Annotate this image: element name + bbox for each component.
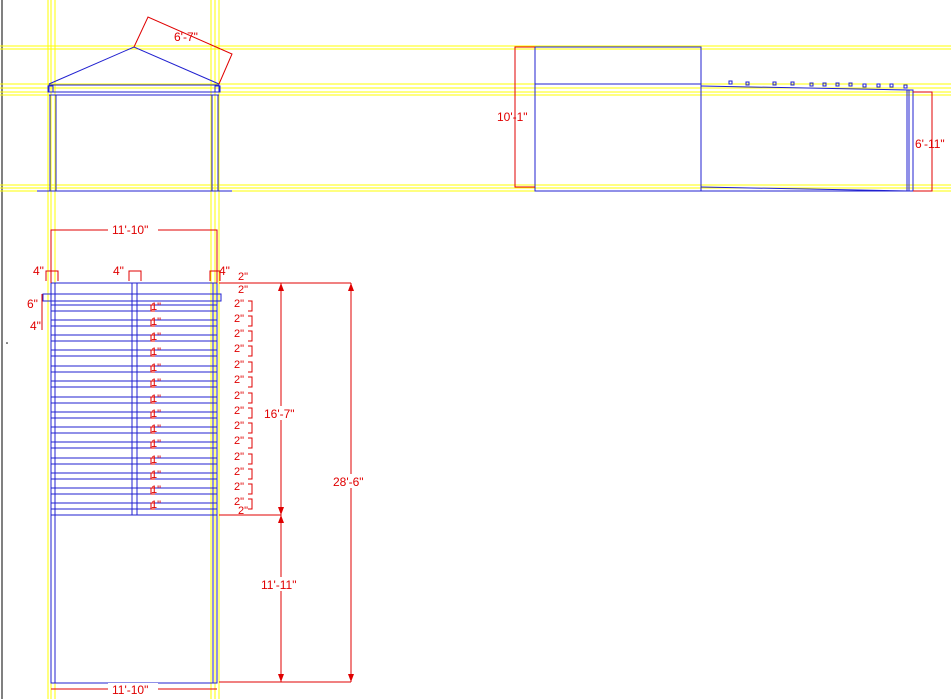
open-length-dimension: 11'-11" bbox=[261, 578, 296, 592]
rafter-width-label: 1" bbox=[151, 301, 161, 313]
rafter-width-label: 1" bbox=[151, 484, 161, 496]
beam-offset-dimension: 4" bbox=[30, 319, 41, 333]
rafter-width-label: 1" bbox=[151, 454, 161, 466]
rafter-spacing-label: 2" bbox=[238, 284, 248, 296]
total-length-dimension: 28'-6" bbox=[333, 475, 364, 489]
rafter bbox=[50, 411, 218, 419]
rafter-spacing-label: 2" bbox=[234, 496, 244, 508]
plan-outline bbox=[50, 282, 218, 684]
rafter-spacing-label: 2" bbox=[234, 405, 244, 417]
plan-rafters bbox=[50, 304, 218, 510]
rafter bbox=[50, 457, 218, 465]
rafter-width-label: 1" bbox=[151, 469, 161, 481]
rafter-spacing-label: 2" bbox=[234, 420, 244, 432]
rafter bbox=[50, 472, 218, 480]
rafter bbox=[50, 426, 218, 434]
front-elevation: 6'-7" bbox=[37, 16, 233, 192]
plan-front-beam bbox=[42, 293, 222, 302]
post-offset-left-dimension: 4" bbox=[33, 264, 44, 278]
roof-slope-dimension: 6'-7" bbox=[174, 30, 198, 44]
rafter-width-label: 1" bbox=[151, 362, 161, 374]
post-offset-right-dimension: 4" bbox=[219, 264, 230, 278]
side-rafter-ends bbox=[728, 80, 908, 89]
rafter-width-label: 1" bbox=[151, 377, 161, 389]
rafter-width-label: 1" bbox=[151, 408, 161, 420]
plan-view: 1" 2" 1" 2" 1" 2" 1" 2" 1" 2" 1" 2" 1" 2" 1" 2" 1" 2" 1" 2"… bbox=[27, 223, 371, 697]
elevation-height-dimension: 10'-1" bbox=[497, 110, 528, 124]
rafter-spacing-label: 2" bbox=[238, 505, 248, 517]
rafter-spacing-label: 2" bbox=[234, 435, 244, 447]
rafter-width-label: 1" bbox=[151, 423, 161, 435]
rafter bbox=[50, 441, 218, 449]
roof-beam bbox=[48, 84, 220, 93]
rafter-spacing-label: 2" bbox=[238, 271, 248, 283]
rafter-spacing-label: 2" bbox=[234, 374, 244, 386]
covered-length-dimension: 16'-7" bbox=[264, 407, 295, 421]
rafter-width-label: 1" bbox=[151, 316, 161, 328]
rafter-spacing-label: 2" bbox=[234, 390, 244, 402]
roof-gable bbox=[48, 46, 220, 85]
rafter bbox=[50, 380, 218, 388]
side-main-block bbox=[534, 46, 702, 192]
side-elevation: 10'-1" 6'-11" bbox=[497, 46, 945, 192]
rafter-spacing-label: 2" bbox=[234, 451, 244, 463]
rafter-spacing-label: 2" bbox=[234, 313, 244, 325]
rafter bbox=[50, 487, 218, 495]
rafter bbox=[50, 319, 218, 327]
rafter-width-label: 1" bbox=[151, 346, 161, 358]
elevation-end-height-dimension: 6'-11" bbox=[915, 137, 945, 151]
rafter bbox=[50, 304, 218, 312]
rafter-spacing-label: 2" bbox=[234, 343, 244, 355]
rafter-spacing-label: 2" bbox=[234, 466, 244, 478]
plan-bottom-width-dimension: 11'-10" bbox=[112, 683, 148, 697]
rafter-width-label: 1" bbox=[151, 393, 161, 405]
plan-rafter-labels: 1" 2" 1" 2" 1" 2" 1" 2" 1" 2" 1" 2" 1" 2" 1" 2" 1" 2" 1" 2"… bbox=[150, 271, 253, 517]
rafter bbox=[50, 334, 218, 342]
rafter-width-label: 1" bbox=[151, 438, 161, 450]
rafter bbox=[50, 365, 218, 373]
rafter-spacing-label: 2" bbox=[234, 481, 244, 493]
rafter-spacing-label: 2" bbox=[234, 328, 244, 340]
rafter bbox=[50, 349, 218, 357]
plan-top-width-dimension: 11'-10" bbox=[112, 223, 148, 237]
rafter-spacing-label: 2" bbox=[234, 298, 244, 310]
rafter-spacing-label: 2" bbox=[234, 359, 244, 371]
rafter bbox=[50, 396, 218, 404]
post-offset-mid-dimension: 4" bbox=[113, 264, 124, 278]
rafter-width-label: 1" bbox=[151, 499, 161, 511]
beam-depth-dimension: 6" bbox=[27, 297, 38, 311]
rafter-width-label: 1" bbox=[151, 331, 161, 343]
rafter bbox=[50, 502, 218, 510]
